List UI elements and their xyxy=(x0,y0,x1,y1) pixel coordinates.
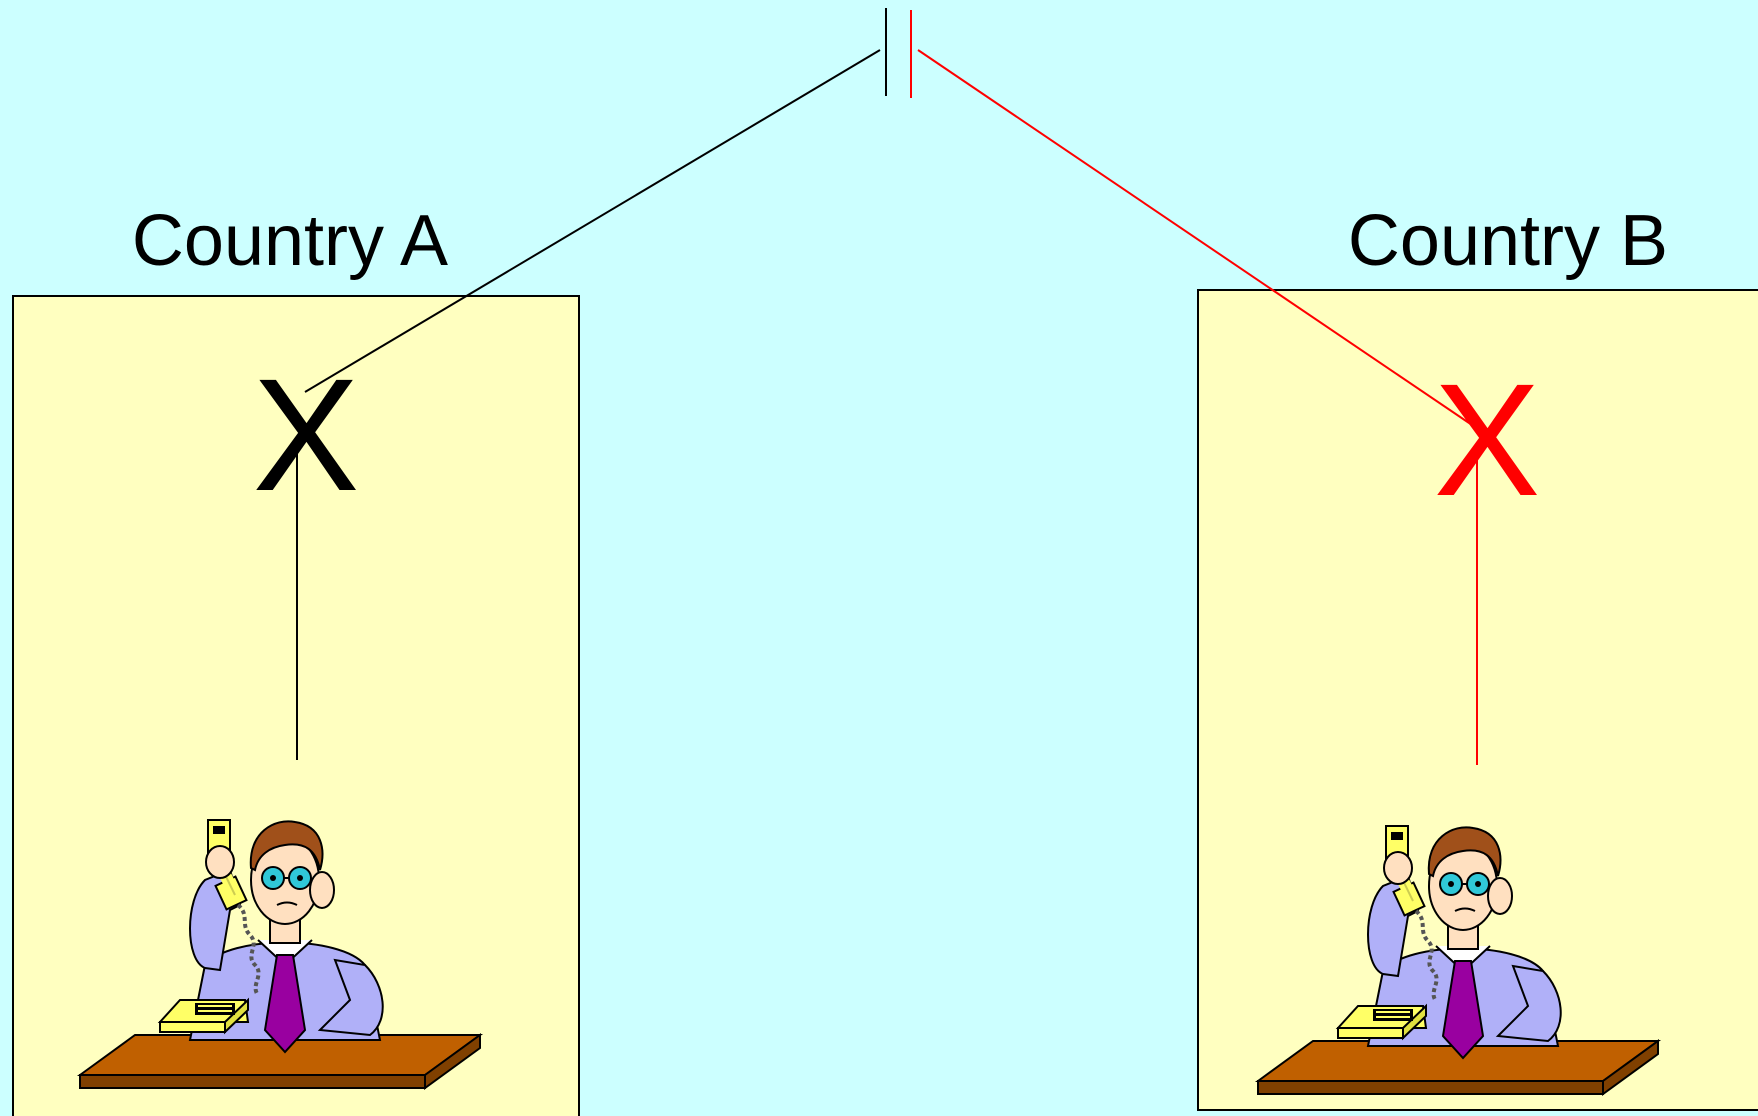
country-a-switch-mark: X xyxy=(253,345,360,524)
country-b-trunk-line xyxy=(917,49,1473,426)
country-b-switch-mark: X xyxy=(1434,350,1541,529)
country-a-trunk-line xyxy=(304,49,881,393)
country-a-label: Country A xyxy=(132,201,448,281)
country-b-label: Country B xyxy=(1348,201,1668,281)
cable-break-icon xyxy=(885,8,912,98)
